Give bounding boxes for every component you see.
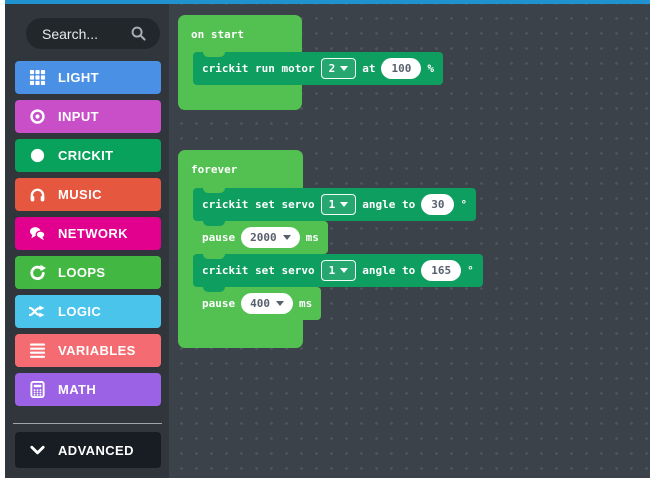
- on-start-label: on start: [191, 28, 244, 41]
- pause-block[interactable]: pause 400 ms: [193, 287, 322, 320]
- chat-icon: [28, 225, 46, 243]
- advanced-label: ADVANCED: [58, 442, 134, 458]
- block-text: angle to: [362, 264, 416, 277]
- sidebar-item-label: VARIABLES: [58, 343, 136, 358]
- dropdown-value: 2000: [250, 231, 277, 244]
- block-workspace[interactable]: on start crickit run motor 2 at 100 % fo…: [169, 4, 650, 478]
- sidebar-item-label: CRICKIT: [58, 148, 114, 163]
- block-text: crickit run motor: [202, 62, 315, 75]
- sidebar-item-label: NETWORK: [58, 226, 128, 241]
- sidebar-item-label: INPUT: [58, 109, 99, 124]
- toolbox-sidebar: Search... LIGHT INPUT CRICKIT: [5, 4, 169, 478]
- forever-label: forever: [191, 163, 238, 176]
- block-text: angle to: [362, 198, 416, 211]
- circle-icon: [28, 147, 46, 165]
- dropdown-value: 2: [328, 62, 336, 75]
- advanced-toggle[interactable]: ADVANCED: [15, 432, 161, 468]
- chevron-down-icon: [340, 202, 349, 207]
- motor-number-dropdown[interactable]: 2: [320, 58, 357, 79]
- chevron-down-icon: [282, 235, 291, 240]
- calculator-icon: [28, 381, 46, 399]
- toolbox-separator: [13, 423, 162, 424]
- sidebar-item-label: MATH: [58, 382, 97, 397]
- sidebar-item-label: MUSIC: [58, 187, 102, 202]
- sidebar-item-label: LOGIC: [58, 304, 102, 319]
- servo-number-dropdown[interactable]: 1: [320, 260, 357, 281]
- servo-number-dropdown[interactable]: 1: [320, 194, 357, 215]
- makecode-editor: Search... LIGHT INPUT CRICKIT: [5, 0, 650, 478]
- sidebar-item-input[interactable]: INPUT: [15, 100, 161, 133]
- target-icon: [28, 108, 46, 126]
- dropdown-value: 1: [328, 198, 336, 211]
- block-text: crickit set servo: [202, 198, 315, 211]
- pause-duration-dropdown[interactable]: 2000: [241, 227, 300, 248]
- pause-block[interactable]: pause 2000 ms: [193, 221, 328, 254]
- sidebar-item-music[interactable]: MUSIC: [15, 178, 161, 211]
- refresh-icon: [28, 264, 46, 282]
- chevron-down-icon: [28, 441, 46, 459]
- sidebar-item-variables[interactable]: VARIABLES: [15, 334, 161, 367]
- dropdown-value: 400: [250, 297, 270, 310]
- chevron-down-icon: [276, 301, 284, 306]
- crickit-run-motor-block[interactable]: crickit run motor 2 at 100 %: [193, 52, 443, 85]
- crickit-set-servo-block[interactable]: crickit set servo 1 angle to 30 °: [193, 188, 477, 221]
- sidebar-item-label: LOOPS: [58, 265, 106, 280]
- sidebar-item-math[interactable]: MATH: [15, 373, 161, 406]
- search-icon: [129, 25, 147, 43]
- sidebar-item-loops[interactable]: LOOPS: [15, 256, 161, 289]
- block-text: pause: [202, 231, 236, 244]
- chevron-down-icon: [340, 268, 349, 273]
- grid-icon: [28, 69, 46, 87]
- shuffle-icon: [28, 303, 46, 321]
- lines-icon: [28, 342, 46, 360]
- servo-angle-input[interactable]: 165: [421, 260, 462, 281]
- sidebar-item-light[interactable]: LIGHT: [15, 61, 161, 94]
- sidebar-item-network[interactable]: NETWORK: [15, 217, 161, 250]
- block-text: °: [467, 264, 474, 277]
- top-accent-bar: [5, 0, 650, 4]
- chevron-down-icon: [340, 66, 349, 71]
- crickit-set-servo-block[interactable]: crickit set servo 1 angle to 165 °: [193, 254, 483, 287]
- sidebar-item-crickit[interactable]: CRICKIT: [15, 139, 161, 172]
- motor-speed-input[interactable]: 100: [381, 58, 422, 79]
- dropdown-value: 1: [328, 264, 336, 277]
- pause-duration-dropdown[interactable]: 400: [241, 293, 293, 314]
- sidebar-item-label: LIGHT: [58, 70, 99, 85]
- search-box[interactable]: Search...: [26, 18, 160, 49]
- servo-angle-input[interactable]: 30: [421, 194, 455, 215]
- block-text: ms: [305, 231, 319, 244]
- sidebar-item-logic[interactable]: LOGIC: [15, 295, 161, 328]
- block-text: crickit set servo: [202, 264, 315, 277]
- headphones-icon: [28, 186, 46, 204]
- block-text: ms: [299, 297, 313, 310]
- block-text: %: [427, 62, 434, 75]
- block-text: °: [460, 198, 468, 211]
- block-text: at: [362, 62, 376, 75]
- block-text: pause: [202, 297, 236, 310]
- search-placeholder: Search...: [42, 25, 99, 42]
